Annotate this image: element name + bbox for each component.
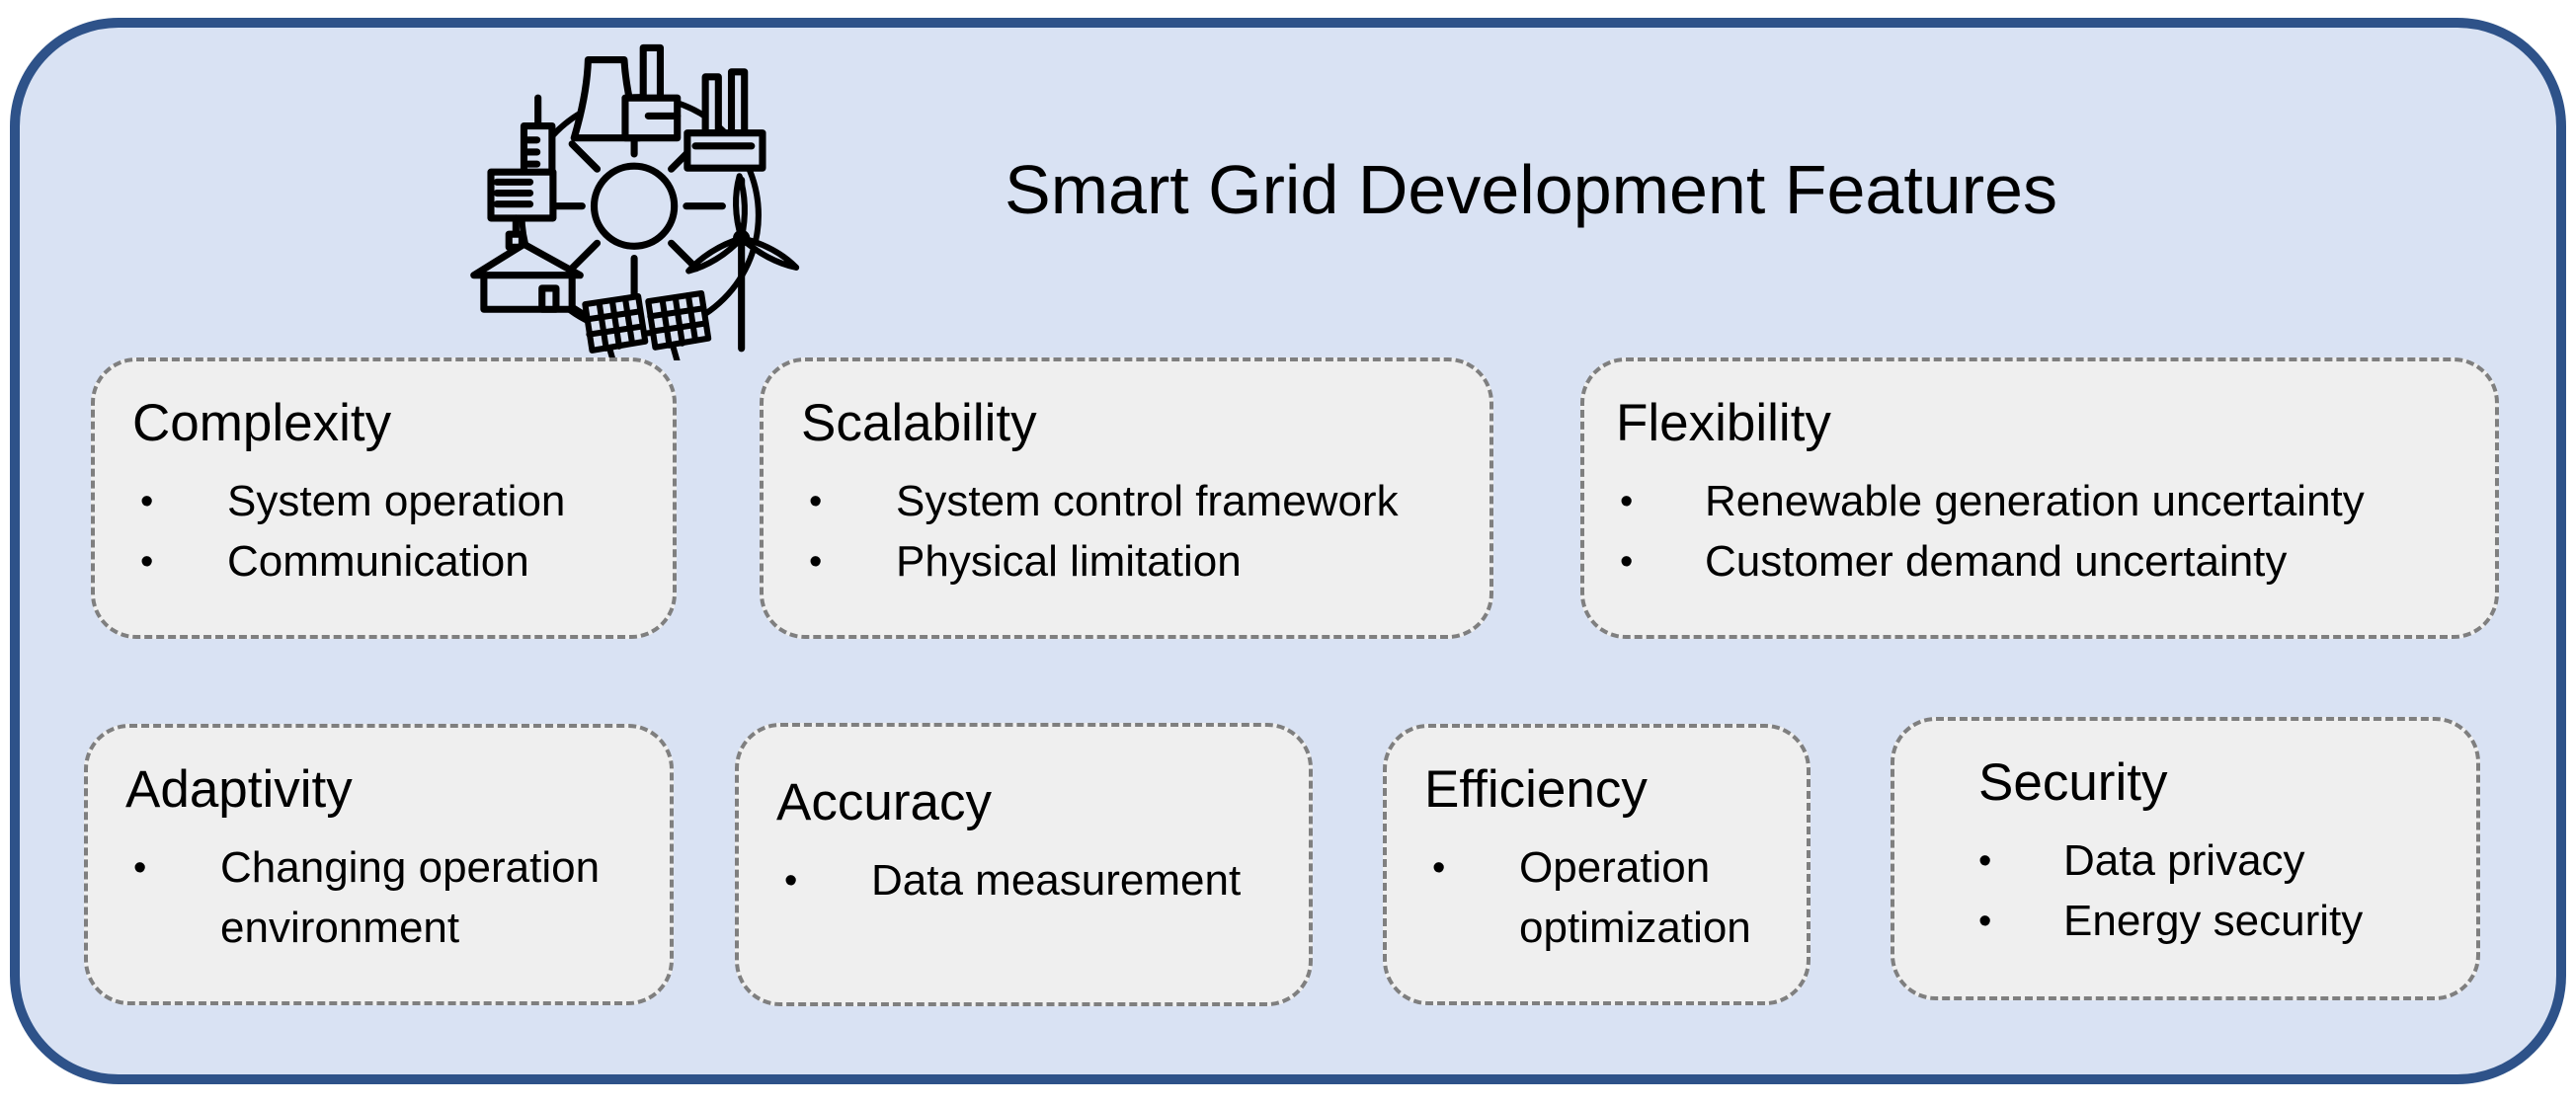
list-item: • Operation optimization [1424,838,1787,958]
bullet-list: • System control framework • Physical limi… [801,472,1470,592]
bullet-marker: • [133,847,147,890]
bullet-list: • Changing operation environment [125,838,650,958]
feature-box-accuracy: Accuracy • Data measurement [735,723,1313,1006]
wind-turbine-icon [685,173,800,353]
bullet-text: Energy security [2063,897,2364,946]
bullet-text: Operation optimization [1519,843,1751,953]
list-item: • Communication [132,532,653,592]
bullet-marker: • [140,541,154,584]
bullet-marker: • [809,481,823,523]
bullet-list: • Operation optimization [1424,838,1787,958]
feature-title: Scalability [801,394,1037,452]
bullet-marker: • [809,541,823,584]
smart-grid-icon [470,43,800,360]
feature-box-complexity: Complexity • System operation • Communicat… [91,357,677,639]
house-icon [470,240,592,321]
bullet-list: • Data measurement [776,851,1289,911]
bullet-text: Data measurement [871,856,1242,906]
bullet-list: • Data privacy • Energy security [1978,831,2456,951]
bullet-marker: • [1978,840,1992,883]
solar-panels-icon [582,289,712,360]
feature-title: Security [1978,753,2168,812]
factory-icon [684,68,766,172]
bullet-text: System control framework [896,477,1399,526]
bullet-marker: • [1620,541,1634,584]
bullet-list: • Renewable generation uncertainty • Custo… [1616,472,2475,592]
list-item: • System control framework [801,472,1470,532]
list-item: • Customer demand uncertainty [1616,532,2475,592]
bullet-list: • System operation • Communication [132,472,653,592]
bullet-text: Data privacy [2063,836,2305,886]
bullet-text: Communication [227,537,529,587]
bullet-marker: • [784,860,798,903]
list-item: • System operation [132,472,653,532]
bullet-text: Physical limitation [896,537,1242,587]
power-plant-icon [570,43,682,142]
feature-title: Accuracy [776,773,992,831]
feature-title: Complexity [132,394,392,452]
list-item: • Renewable generation uncertainty [1616,472,2475,532]
feature-box-security: Security • Data privacy • Energy security [1891,717,2480,1000]
list-item: • Data privacy [1978,831,2456,892]
page-title: Smart Grid Development Features [1005,151,2057,228]
bullet-marker: • [1978,901,1992,943]
list-item: • Changing operation environment [125,838,650,958]
bullet-text: Customer demand uncertainty [1705,537,2288,587]
list-item: • Energy security [1978,892,2456,952]
city-buildings-icon [487,94,557,251]
feature-box-efficiency: Efficiency • Operation optimization [1383,724,1811,1005]
bullet-marker: • [1620,481,1634,523]
feature-box-scalability: Scalability • System control framework • P… [760,357,1493,639]
bullet-text: System operation [227,477,566,526]
list-item: • Data measurement [776,851,1289,911]
bullet-text: Renewable generation uncertainty [1705,477,2365,526]
bullet-marker: • [140,481,154,523]
feature-box-adaptivity: Adaptivity • Changing operation environme… [84,724,674,1005]
feature-title: Flexibility [1616,394,1831,452]
feature-box-flexibility: Flexibility • Renewable generation uncert… [1580,357,2499,639]
list-item: • Physical limitation [801,532,1470,592]
bullet-marker: • [1432,847,1446,890]
feature-title: Efficiency [1424,760,1648,819]
bullet-text: Changing operation environment [220,843,601,953]
feature-title: Adaptivity [125,760,353,819]
